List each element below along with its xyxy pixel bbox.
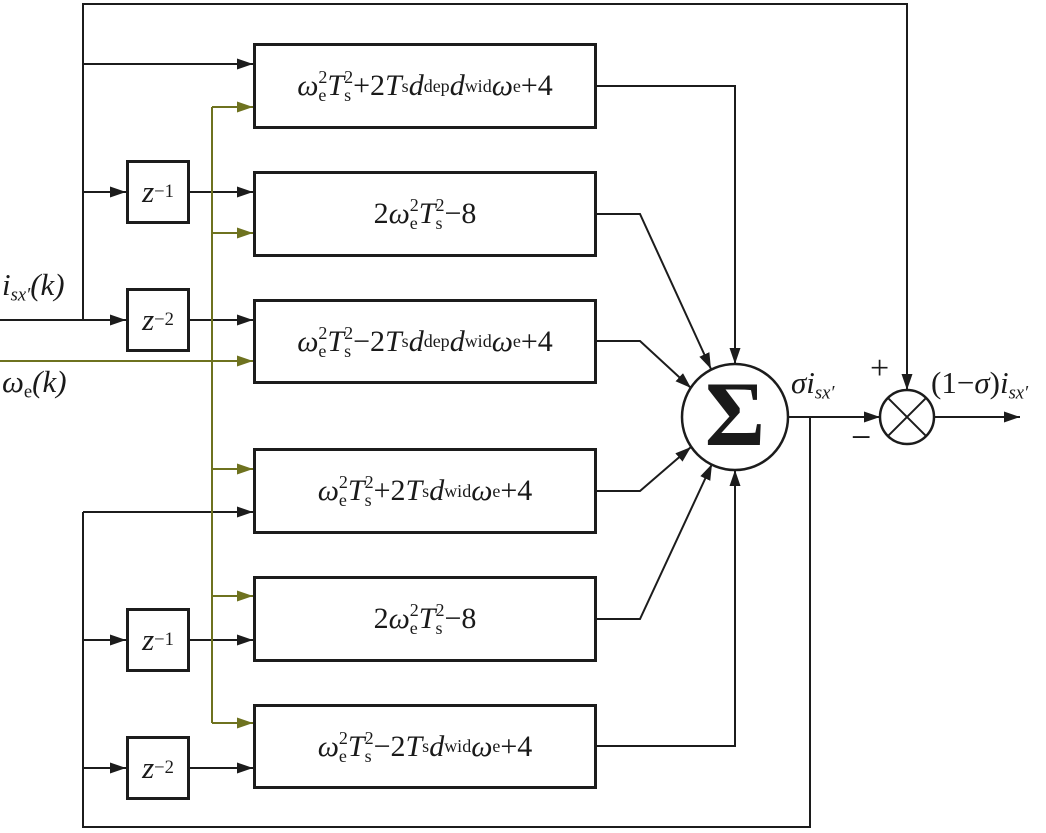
delay-block-z2-top: z−2 [126, 288, 190, 352]
final-output-label: (1−σ)isx′ [931, 365, 1029, 404]
delay-block-z1-top: z−1 [126, 160, 190, 224]
minus-sign: − [851, 417, 872, 457]
sum-output-label: σisx′ [791, 365, 835, 404]
multiplier-circle [878, 388, 936, 446]
delay-block-z2-bottom: z−2 [126, 736, 190, 800]
input-label-isx: isx′(k) [2, 267, 65, 306]
sum-sigma-symbol: Σ [704, 363, 766, 465]
plus-sign: + [870, 350, 890, 387]
input-label-omega: ωe(k) [2, 364, 67, 403]
delay-block-z1-bottom: z−1 [126, 608, 190, 672]
